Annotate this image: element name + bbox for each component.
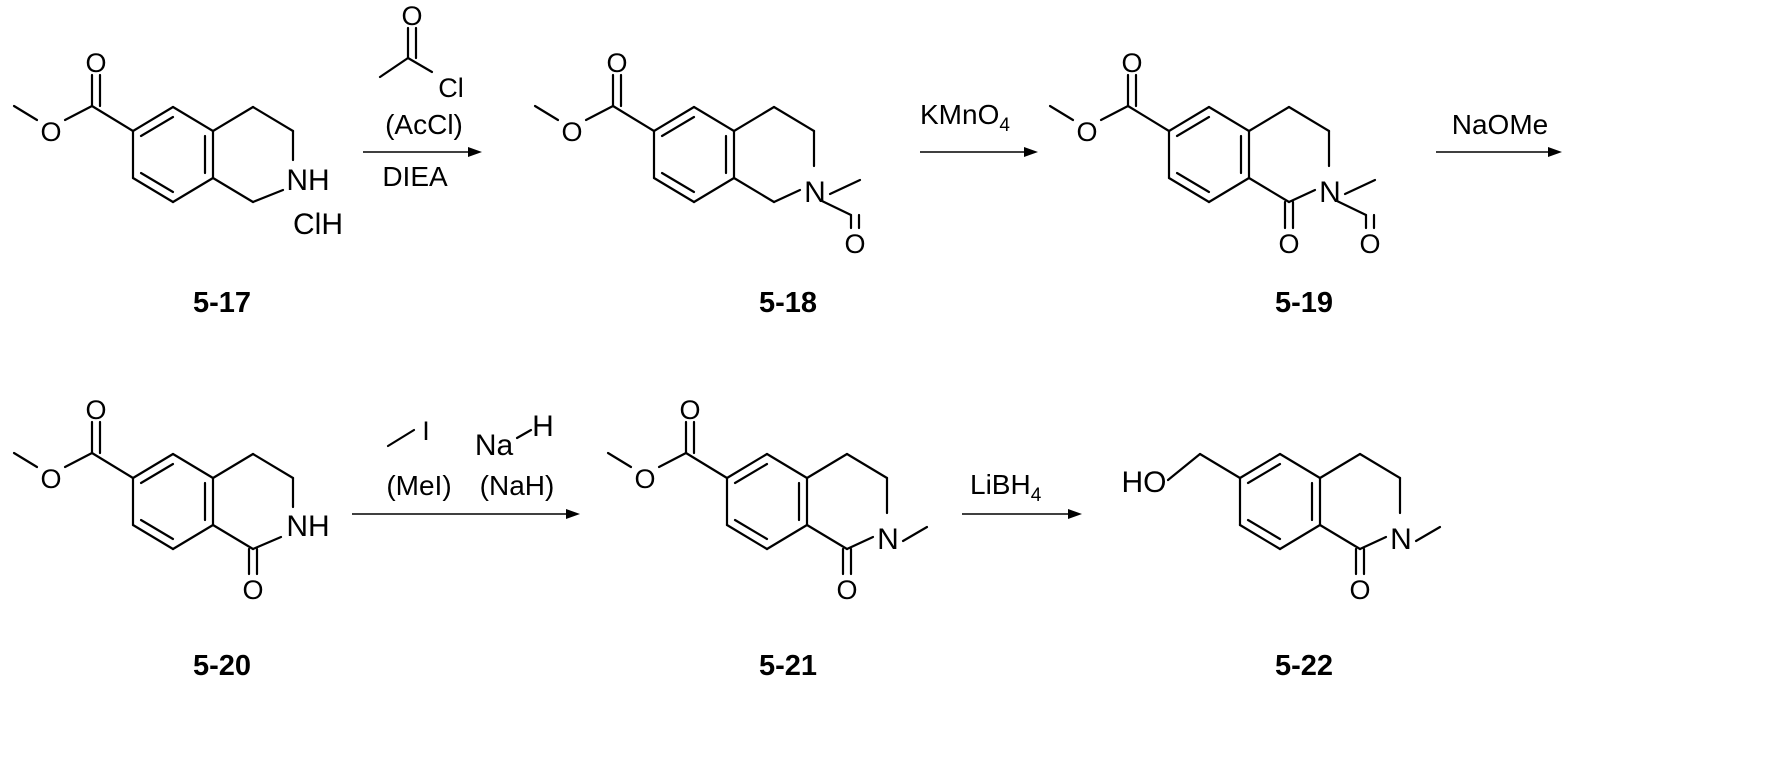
compound-5-18: O O N O 5-18 [535, 48, 866, 319]
sodium-hydride-na: Na [475, 429, 514, 462]
carbonyl-oxygen: O [85, 48, 106, 78]
step-4-methylation: I (MeI) Na H (NaH) [352, 410, 580, 519]
lactam-oxygen: O [1278, 229, 1299, 259]
lactam-nh: NH [286, 510, 329, 543]
ester-oxygen: O [40, 117, 61, 147]
oxidant-reagent: KMnO4 [920, 99, 1010, 136]
compound-label: 5-17 [193, 287, 251, 319]
carbonyl-oxygen: O [85, 395, 106, 425]
reductant-reagent: LiBH4 [970, 469, 1042, 506]
arrowhead [1548, 147, 1562, 157]
ester-oxygen: O [40, 464, 61, 494]
compound-label: 5-20 [193, 650, 251, 682]
n-methyl-nitrogen: N [877, 523, 899, 556]
amine-nh: NH [286, 164, 329, 197]
n-methyl-nitrogen: N [1390, 523, 1412, 556]
base-reagent: NaOMe [1452, 109, 1548, 140]
step-2-oxidation: KMnO4 [920, 99, 1038, 157]
sodium-hydride-h: H [532, 410, 554, 443]
imide-nitrogen: N [1319, 176, 1341, 209]
compound-5-21: O O N O 5-21 [608, 395, 927, 682]
lactam-oxygen: O [1349, 575, 1370, 605]
arrowhead [1068, 509, 1082, 519]
compound-label: 5-19 [1275, 287, 1333, 319]
base-reagent: DIEA [382, 161, 448, 192]
hydrochloride-salt: ClH [293, 208, 343, 241]
reagent-1-abbrev: (MeI) [386, 470, 451, 501]
acyl-oxygen: O [401, 1, 422, 31]
compound-5-19: O O N O O 5-19 [1050, 48, 1381, 319]
compound-label: 5-21 [759, 650, 817, 682]
amide-nitrogen: N [804, 176, 826, 209]
compound-label: 5-22 [1275, 650, 1333, 682]
carbonyl-oxygen: O [606, 48, 627, 78]
step-1-acylation: O Cl (AcCl) DIEA [363, 1, 482, 192]
reagent-abbrev: (AcCl) [385, 109, 463, 140]
ester-oxygen: O [634, 464, 655, 494]
arrowhead [1024, 147, 1038, 157]
lactam-oxygen: O [836, 575, 857, 605]
acetyl-oxygen: O [1359, 229, 1380, 259]
methyl-iodide-i: I [422, 416, 430, 446]
compound-5-20: O O NH O 5-20 [14, 395, 330, 682]
lactam-oxygen: O [242, 575, 263, 605]
arrowhead [468, 147, 482, 157]
reagent-2-abbrev: (NaH) [480, 470, 555, 501]
ester-oxygen: O [561, 117, 582, 147]
carbonyl-oxygen: O [1121, 48, 1142, 78]
step-3-deacetylation: NaOMe [1436, 109, 1562, 157]
compound-5-17: O O NH ClH 5-17 [14, 48, 343, 319]
hydroxyl-group: HO [1122, 466, 1167, 499]
step-5-reduction: LiBH4 [962, 469, 1082, 519]
compound-label: 5-18 [759, 287, 817, 319]
acyl-chlorine: Cl [438, 73, 464, 103]
compound-5-22: HO N O 5-22 [1122, 454, 1441, 682]
ester-oxygen: O [1076, 117, 1097, 147]
carbonyl-oxygen: O [679, 395, 700, 425]
arrowhead [566, 509, 580, 519]
acetyl-oxygen: O [844, 229, 865, 259]
